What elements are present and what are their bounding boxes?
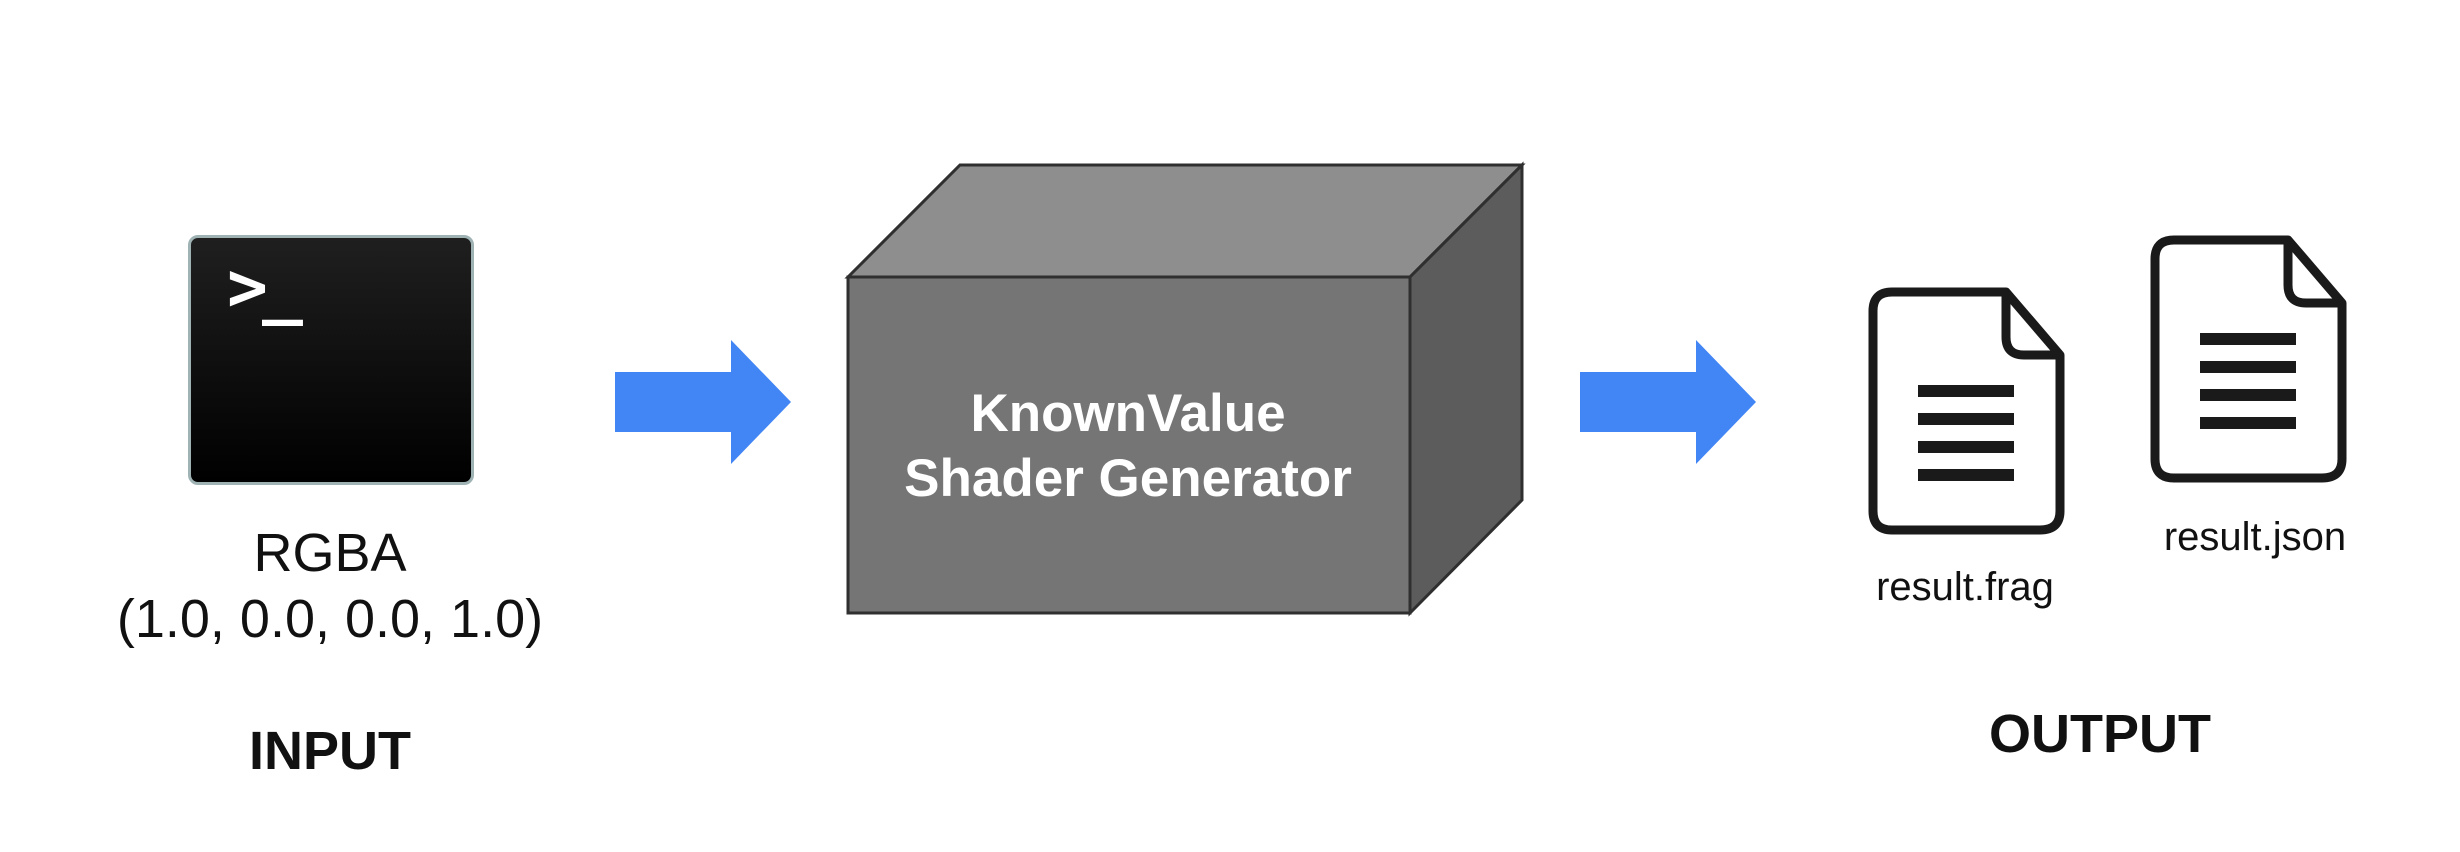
input-rgba-value: (1.0, 0.0, 0.0, 1.0): [116, 589, 544, 649]
output-title: OUTPUT: [1989, 704, 2211, 764]
document-icon: [2150, 235, 2347, 483]
terminal-prompt: >_: [227, 248, 303, 327]
generator-title-line1: KnownValue: [970, 384, 1286, 443]
generator-title-line2: Shader Generator: [904, 449, 1352, 508]
arrow-right-icon: [615, 340, 791, 464]
output-file-json-label: result.json: [2163, 515, 2347, 559]
box-icon: [844, 161, 1526, 617]
output-file-frag-label: result.frag: [1876, 565, 2054, 609]
arrow-right-icon: [1580, 340, 1756, 464]
terminal-icon: >_: [188, 235, 474, 485]
document-icon: [1868, 287, 2065, 535]
input-title: INPUT: [249, 721, 411, 781]
input-rgba-label: RGBA: [253, 523, 407, 583]
